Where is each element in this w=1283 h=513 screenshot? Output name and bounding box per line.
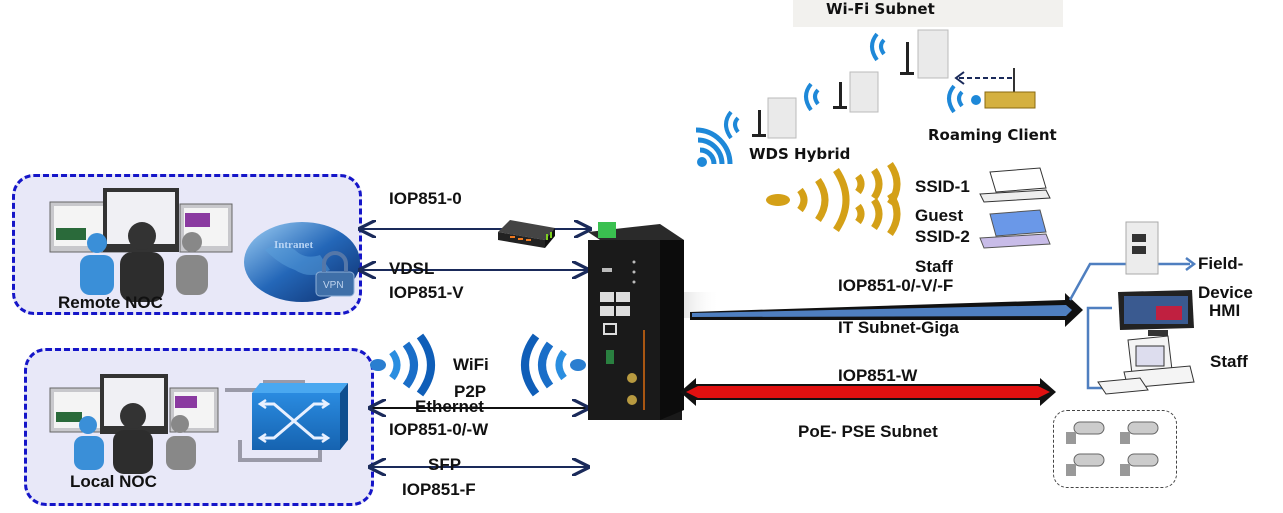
iop851-router-device <box>588 222 684 420</box>
vdsl-modem-icon <box>498 220 555 248</box>
staff-pc-icon <box>1097 335 1195 395</box>
ip-camera-icon <box>1120 453 1159 476</box>
poe-top-label: IOP851-W <box>838 366 918 385</box>
roaming-client-label: Roaming Client <box>928 126 1057 144</box>
it-subnet-top-label: IOP851-0/-V/-F <box>838 276 954 295</box>
wifi-signal-icon <box>695 127 733 167</box>
poe-pse-subnet-link <box>680 378 1056 406</box>
intranet-text: Intranet <box>274 239 313 251</box>
wds-access-point-2 <box>804 71 879 113</box>
wifi-subnet-band <box>793 0 1063 27</box>
camera-group <box>1053 410 1177 488</box>
wds-hybrid-label: WDS Hybrid <box>749 145 851 163</box>
ip-camera-icon <box>1066 421 1105 444</box>
roaming-client-device <box>947 68 1036 114</box>
iop851-f-label: IOP851-F <box>402 480 476 499</box>
field-label: Field- <box>1198 254 1244 273</box>
ethernet-label: Ethernet <box>415 397 484 416</box>
local-noc-workstation-icon <box>49 374 219 474</box>
iop851-v-label: IOP851-V <box>389 283 464 302</box>
ip-camera-icon <box>1066 453 1105 476</box>
intranet-globe-icon <box>244 222 360 302</box>
iop851-0-w-label: IOP851-0/-W <box>389 420 489 439</box>
laptop-staff-icon <box>979 209 1051 249</box>
network-switch-icon <box>225 380 348 462</box>
remote-noc-workstation-icon <box>49 188 233 302</box>
guest-label: Guest <box>915 206 964 225</box>
wifi-subnet-title: Wi-Fi Subnet <box>826 0 935 18</box>
field-device-icon <box>1125 221 1159 275</box>
poe-bottom-label: PoE- PSE Subnet <box>798 422 938 441</box>
wds-access-point-3 <box>870 29 949 79</box>
staff-pc-label: Staff <box>1210 352 1248 371</box>
vpn-text: VPN <box>323 280 344 291</box>
staff-ssid-label: Staff <box>915 257 953 276</box>
local-noc-label: Local NOC <box>70 472 157 491</box>
iop851-0-label: IOP851-0 <box>389 189 462 208</box>
it-subnet-bottom-label: IT Subnet-Giga <box>838 318 959 337</box>
ssid-2-label: SSID-2 <box>915 227 970 246</box>
p2p-label: P2P <box>454 382 487 401</box>
hmi-touchscreen-icon <box>1118 290 1194 336</box>
sfp-label: SFP <box>428 455 462 474</box>
ip-camera-icon <box>1120 421 1159 444</box>
it-subnet-giga-link <box>690 293 1083 327</box>
device-label: Device <box>1198 283 1253 302</box>
wifi-label: WiFi <box>453 355 489 374</box>
vdsl-label: VDSL <box>389 259 435 278</box>
wds-access-point-1 <box>724 97 797 140</box>
wifi-p2p-left-icon <box>370 333 435 397</box>
ssid-1-label: SSID-1 <box>915 177 970 196</box>
hmi-label: HMI <box>1209 301 1241 320</box>
laptop-guest-icon <box>979 167 1051 203</box>
ssid-broadcast-icon <box>766 161 901 237</box>
remote-noc-label: Remote NOC <box>58 293 163 312</box>
wifi-p2p-right-icon <box>521 333 586 397</box>
